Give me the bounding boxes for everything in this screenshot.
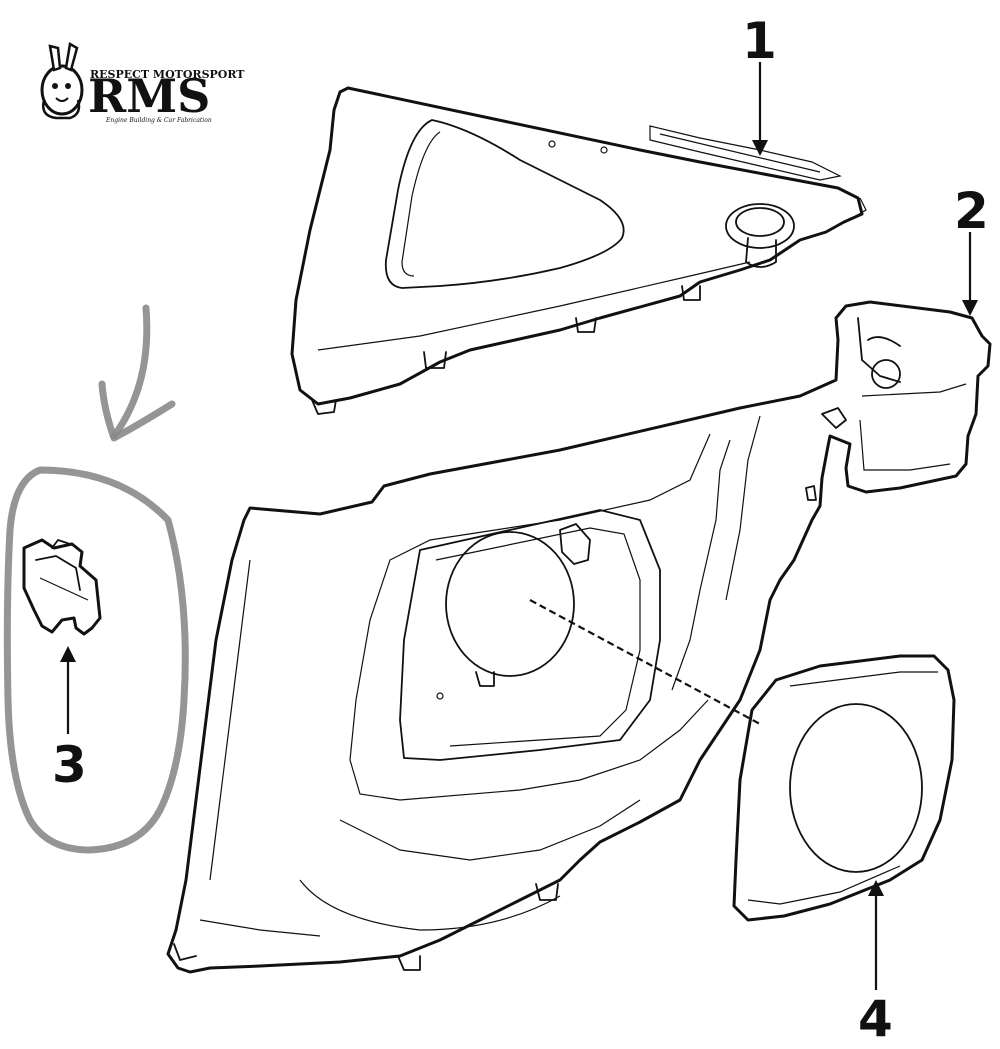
logo-brand: RMS bbox=[88, 69, 210, 123]
callout-4-label: 4 bbox=[858, 990, 893, 1044]
logo-line1: RESPECT MOTORSPORT bbox=[90, 68, 245, 81]
callout-3-label: 3 bbox=[52, 736, 87, 794]
hand-drawn-annotation bbox=[3, 304, 189, 854]
annotation-arrow-icon bbox=[110, 304, 151, 440]
logo-tagline: Engine Building & Car Fabrication bbox=[105, 117, 212, 124]
callout-2: 2 bbox=[954, 182, 989, 316]
callout-4: 4 bbox=[858, 880, 893, 1048]
part-2-side-trim bbox=[166, 300, 992, 974]
rabbit-mascot-icon bbox=[40, 42, 84, 120]
annotation-circle bbox=[3, 466, 189, 854]
part-1-upper-trim bbox=[290, 86, 867, 415]
part-4-speaker-grille bbox=[732, 654, 956, 922]
callout-2-label: 2 bbox=[954, 182, 989, 240]
callout-1: 1 bbox=[742, 12, 777, 156]
callout-1-label: 1 bbox=[742, 12, 777, 70]
rms-logo: RESPECT MOTORSPORT RMS Engine Building &… bbox=[40, 42, 245, 124]
part-3-bracket bbox=[22, 538, 102, 636]
callout-3: 3 bbox=[52, 646, 87, 794]
